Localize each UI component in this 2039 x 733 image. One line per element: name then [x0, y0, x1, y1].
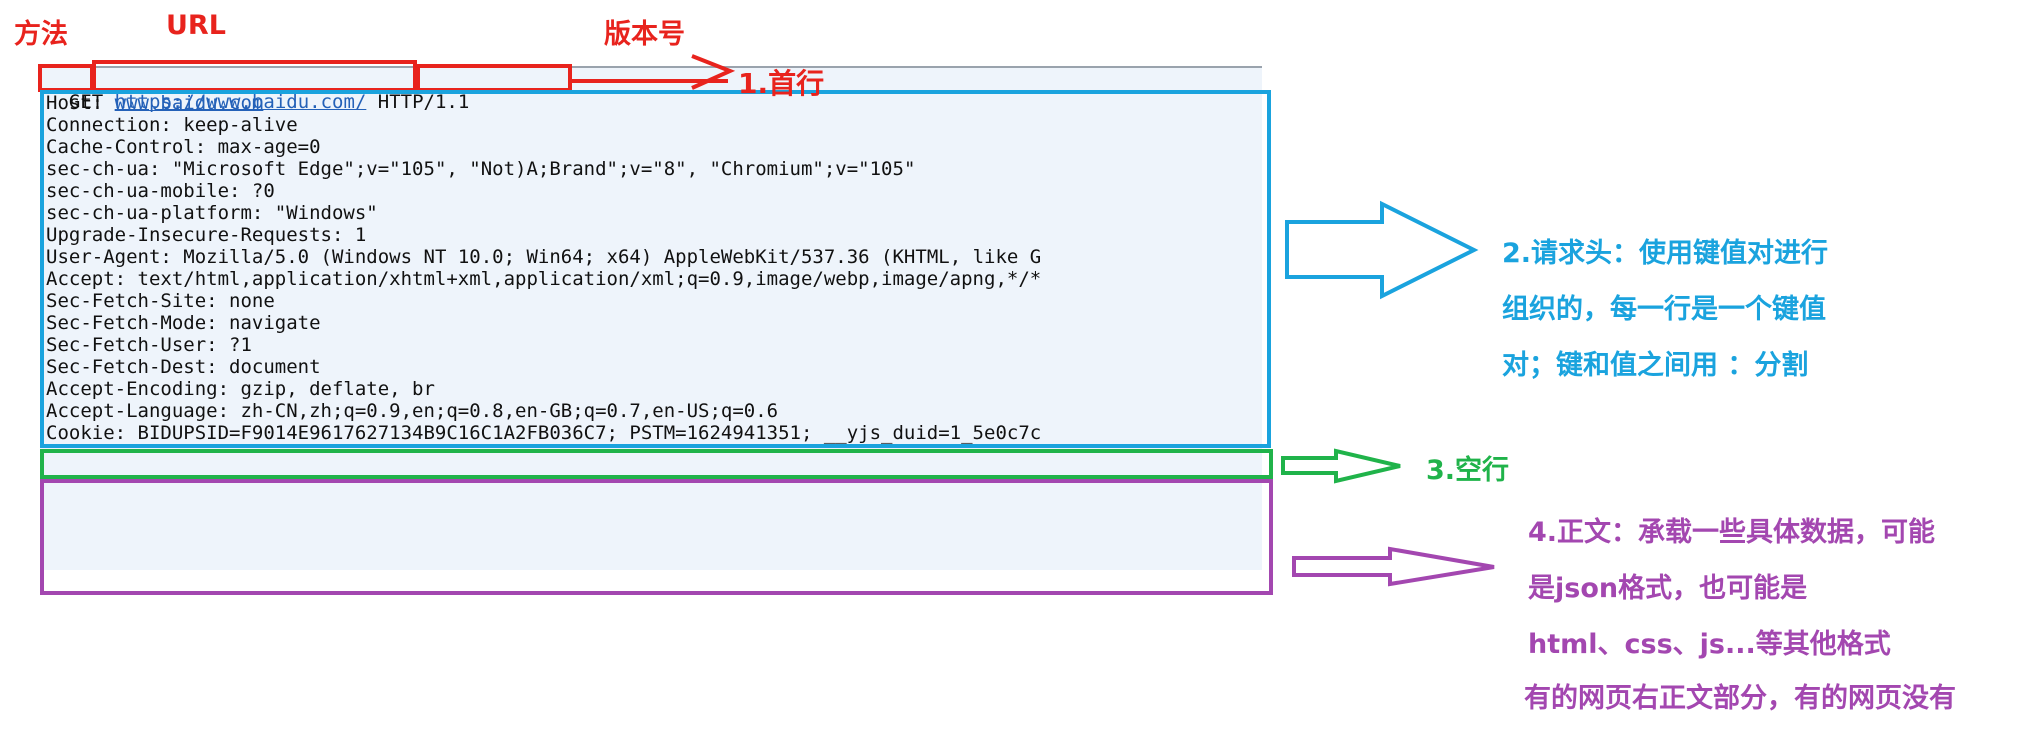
header-value: navigate — [229, 312, 321, 334]
body-annotation-last: 有的网页右正文部分，有的网页没有 — [1524, 683, 1956, 714]
header-row: Sec-Fetch-Dest: document — [46, 356, 1262, 378]
header-value: "Windows" — [274, 202, 378, 224]
header-key: Cookie: — [46, 422, 138, 444]
header-row: Accept-Language: zh-CN,zh;q=0.9,en;q=0.8… — [46, 400, 1262, 422]
header-row: Upgrade-Insecure-Requests: 1 — [46, 224, 1262, 246]
request-method: GET — [68, 91, 104, 113]
header-key: Sec-Fetch-Site: — [46, 290, 230, 312]
request-line: GET https://www.baidu.com/ HTTP/1.1 — [46, 69, 469, 113]
header-value: none — [229, 290, 275, 312]
header-key: Accept-Language: — [46, 400, 241, 422]
request-url[interactable]: https://www.baidu.com/ — [114, 91, 367, 113]
header-value: 1 — [354, 224, 367, 246]
headers-annotation-line: 2.请求头：使用键值对进行 — [1502, 238, 1829, 269]
header-row: Sec-Fetch-User: ?1 — [46, 334, 1262, 356]
request-version: HTTP/1.1 — [377, 91, 470, 113]
header-row: sec-ch-ua-mobile: ?0 — [46, 180, 1262, 202]
body-annotation-line: 4.正文：承载一些具体数据，可能 — [1528, 517, 1936, 548]
blank-line-arrow-icon — [1281, 448, 1401, 484]
request-panel — [40, 66, 1262, 570]
header-row: Cache-Control: max-age=0 — [46, 136, 1262, 158]
blank-line-box — [40, 449, 1273, 479]
header-value: BIDUPSID=F9014E9617627134B9C16C1A2FB036C… — [137, 422, 1042, 444]
header-row: Connection: keep-alive — [46, 114, 1262, 136]
header-key: Connection: — [46, 114, 184, 136]
headers-box — [40, 90, 1271, 448]
header-row: sec-ch-ua-platform: "Windows" — [46, 202, 1262, 224]
header-row: sec-ch-ua: "Microsoft Edge";v="105", "No… — [46, 158, 1262, 180]
body-annotation: 4.正文：承载一些具体数据，可能 是json格式，也可能是 html、css、j… — [1528, 505, 1935, 673]
header-key: Upgrade-Insecure-Requests: — [46, 224, 355, 246]
header-key: Host: — [46, 92, 115, 114]
header-value: ?1 — [229, 334, 252, 356]
header-row: Sec-Fetch-Mode: navigate — [46, 312, 1262, 334]
header-value: Mozilla/5.0 (Windows NT 10.0; Win64; x64… — [183, 246, 1042, 268]
header-key: Sec-Fetch-Dest: — [46, 356, 230, 378]
header-value: gzip, deflate, br — [240, 378, 435, 400]
header-value[interactable]: www.baidu.com — [114, 92, 264, 114]
header-value: zh-CN,zh;q=0.9,en;q=0.8,en-GB;q=0.7,en-U… — [240, 400, 779, 422]
blank-line-annotation: 3.空行 — [1426, 455, 1510, 486]
headers-arrow-icon — [1285, 200, 1479, 300]
version-label: 版本号 — [604, 19, 685, 50]
header-key: Sec-Fetch-User: — [46, 334, 230, 356]
header-row: Host: www.baidu.com — [46, 92, 1262, 114]
header-value: document — [229, 356, 321, 378]
body-arrow-icon — [1292, 546, 1495, 587]
header-key: Cache-Control: — [46, 136, 218, 158]
header-row: Accept-Encoding: gzip, deflate, br — [46, 378, 1262, 400]
first-line-arrow-icon — [572, 54, 736, 90]
header-key: sec-ch-ua-mobile: — [46, 180, 252, 202]
headers-annotation-line: 组织的，每一行是一个键值 — [1502, 294, 1826, 325]
header-key: Accept-Encoding: — [46, 378, 241, 400]
header-value: keep-alive — [183, 114, 298, 136]
body-box — [40, 479, 1273, 595]
header-row: Accept: text/html,application/xhtml+xml,… — [46, 268, 1262, 290]
header-key: Accept: — [46, 268, 138, 290]
body-annotation-line: 是json格式，也可能是 — [1528, 573, 1808, 604]
header-row: Cookie: BIDUPSID=F9014E9617627134B9C16C1… — [46, 422, 1262, 444]
header-row: User-Agent: Mozilla/5.0 (Windows NT 10.0… — [46, 246, 1262, 268]
method-label: 方法 — [14, 19, 68, 50]
header-value: "Microsoft Edge";v="105", "Not)A;Brand";… — [171, 158, 916, 180]
header-row: Sec-Fetch-Site: none — [46, 290, 1262, 312]
header-value: text/html,application/xhtml+xml,applicat… — [137, 268, 1042, 290]
url-label: URL — [166, 10, 226, 41]
header-key: sec-ch-ua: — [46, 158, 172, 180]
header-value: max-age=0 — [217, 136, 321, 158]
header-key: Sec-Fetch-Mode: — [46, 312, 230, 334]
headers-annotation: 2.请求头：使用键值对进行 组织的，每一行是一个键值 对；键和值之间用 ：分割 — [1502, 226, 1828, 394]
header-key: sec-ch-ua-platform: — [46, 202, 275, 224]
header-key: User-Agent: — [46, 246, 184, 268]
header-value: ?0 — [251, 180, 275, 202]
first-line-annotation: 1.首行 — [738, 67, 825, 100]
headers-annotation-line: 对；键和值之间用 ：分割 — [1502, 350, 1809, 381]
body-annotation-line: html、css、js...等其他格式 — [1528, 629, 1891, 660]
